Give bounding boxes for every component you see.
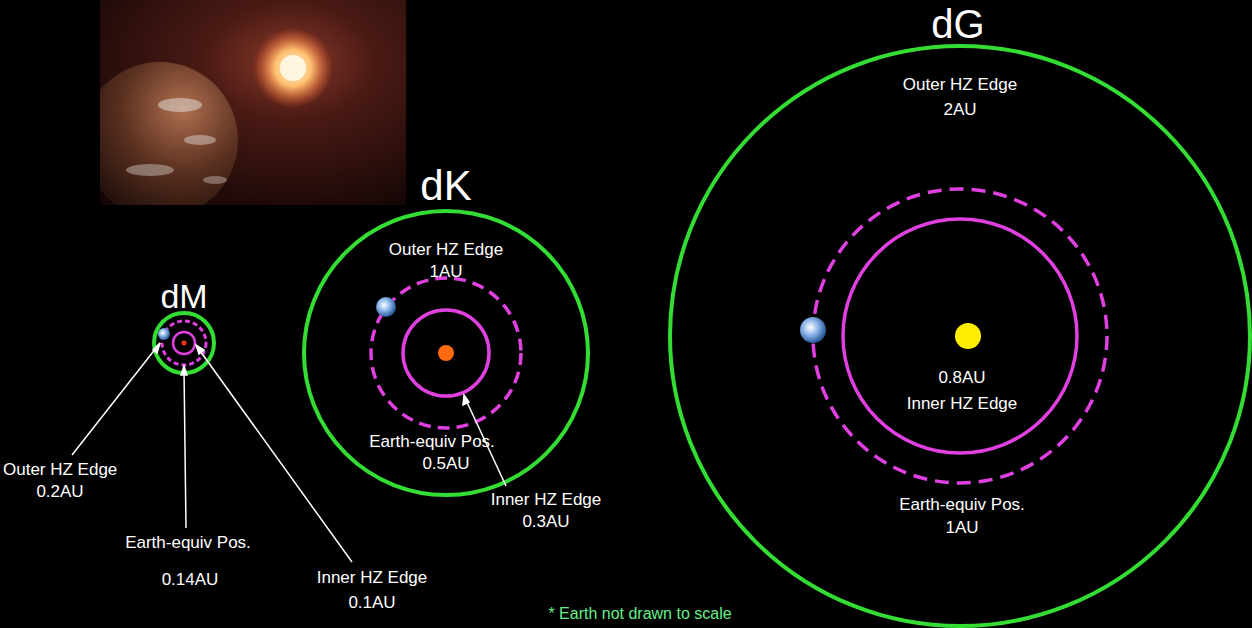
orbit-label: Inner HZ Edge [491,491,602,510]
orbit-label: Inner HZ Edge [907,395,1018,414]
orbit-value: 1AU [429,263,462,282]
dm-system [72,313,352,562]
orbit-label: Outer HZ Edge [3,461,117,480]
orbit-value: 0.14AU [162,571,219,590]
orbit-value: 0.1AU [348,594,395,613]
planet-illustration [100,0,406,205]
orbit-value: 0.2AU [36,483,83,502]
orbit-value: 0.8AU [938,369,985,388]
orbit-label: Earth-equiv Pos. [899,496,1025,515]
orbit-label: Outer HZ Edge [389,241,503,260]
dk-system [304,211,588,495]
footnote: * Earth not drawn to scale [548,605,731,623]
system-title: dK [420,163,471,209]
orbit-value: 0.3AU [522,513,569,532]
system-title: dM [160,278,207,315]
orbit-value: 0.5AU [422,455,469,474]
orbit-label: Earth-equiv Pos. [125,534,251,553]
orbit-label: Outer HZ Edge [903,76,1017,95]
orbit-label: Earth-equiv Pos. [369,433,495,452]
orbit-value: 1AU [945,519,978,538]
dg-system [670,46,1250,626]
orbit-label: Inner HZ Edge [317,569,428,588]
system-title: dG [931,2,984,46]
orbit-value: 2AU [943,101,976,120]
